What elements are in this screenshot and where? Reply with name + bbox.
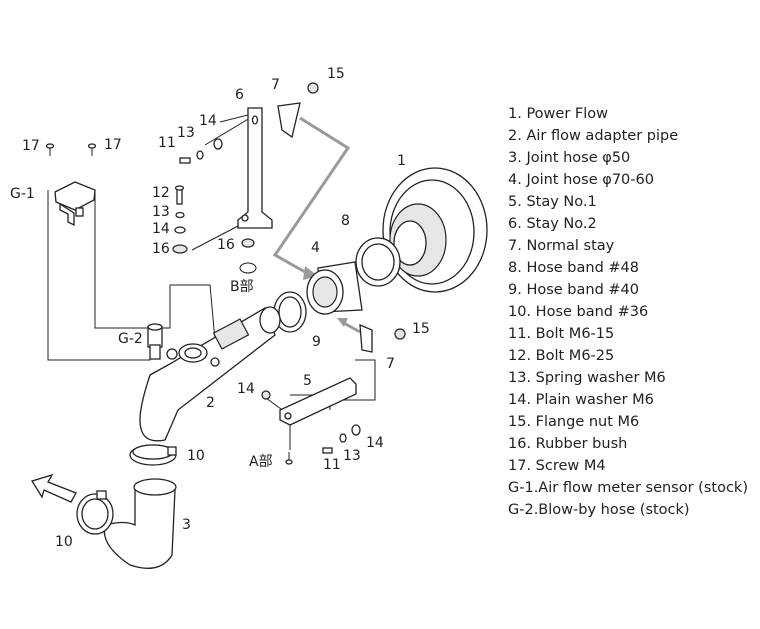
callout-8: 8 — [341, 213, 350, 229]
rubber-bush-b — [241, 238, 255, 248]
callout-3: 3 — [182, 517, 191, 533]
normal-stay-lower — [359, 323, 373, 353]
legend-item-4: 4. Joint hose φ70-60 — [508, 172, 654, 188]
screw-a — [285, 452, 293, 465]
legend-item-13: 13. Spring washer M6 — [508, 370, 666, 386]
legend-item-7: 7. Normal stay — [508, 238, 615, 254]
flange-nut-a — [261, 390, 271, 400]
plain-washer-lower — [351, 424, 361, 436]
callout-12: 12 — [152, 185, 170, 201]
callout-14-a: 14 — [237, 381, 255, 397]
stay-no2 — [237, 107, 273, 229]
screw-17-right — [87, 143, 97, 156]
blow-by-hose — [147, 323, 163, 360]
power-flow-filter — [382, 167, 488, 293]
legend-item-17: 17. Screw M4 — [508, 458, 606, 474]
callout-13-left: 13 — [152, 204, 170, 220]
parts-legend: 1. Power Flow 2. Air flow adapter pipe 3… — [508, 103, 748, 521]
legend-item-g2: G-2.Blow-by hose (stock) — [508, 502, 690, 518]
legend-item-15: 15. Flange nut M6 — [508, 414, 640, 430]
callout-14-upper: 14 — [199, 113, 217, 129]
callout-15-upper: 15 — [327, 66, 345, 82]
legend-item-5: 5. Stay No.1 — [508, 194, 597, 210]
callout-4: 4 — [311, 240, 320, 256]
legend-item-1: 1. Power Flow — [508, 106, 608, 122]
hose-band-36-upper — [129, 444, 177, 466]
callout-13-upper: 13 — [177, 125, 195, 141]
callout-16-left: 16 — [152, 241, 170, 257]
callout-15-lower: 15 — [412, 321, 430, 337]
flange-nut-upper — [307, 82, 319, 94]
callout-g1: G-1 — [10, 186, 35, 202]
air-flow-meter-sensor — [54, 181, 96, 227]
legend-item-g1: G-1.Air flow meter sensor (stock) — [508, 480, 748, 496]
spring-washer-left — [175, 211, 185, 219]
plain-washer-upper — [213, 138, 223, 150]
legend-item-9: 9. Hose band #40 — [508, 282, 639, 298]
stay-no1 — [279, 377, 357, 426]
callout-1: 1 — [397, 153, 406, 169]
hose-band-36-lower — [76, 490, 114, 535]
rubber-bush-left — [172, 244, 188, 254]
screw-17-left — [45, 143, 55, 156]
reference-b: B部 — [230, 279, 254, 295]
callout-6: 6 — [235, 87, 244, 103]
callout-11-lower: 11 — [323, 457, 341, 473]
callout-11-upper: 11 — [158, 135, 176, 151]
callout-17-right: 17 — [104, 137, 122, 153]
callout-13-lower: 13 — [343, 448, 361, 464]
hose-band-40 — [273, 291, 307, 333]
legend-item-2: 2. Air flow adapter pipe — [508, 128, 679, 144]
reference-a: A部 — [249, 454, 273, 470]
callout-14-lower: 14 — [366, 435, 384, 451]
callout-10-upper: 10 — [187, 448, 205, 464]
callout-9: 9 — [312, 334, 321, 350]
callout-14-left: 14 — [152, 221, 170, 237]
air-flow-direction-arrow — [30, 473, 77, 503]
legend-item-3: 3. Joint hose φ50 — [508, 150, 631, 166]
flange-nut-lower — [394, 328, 406, 340]
air-flow-adapter-pipe — [139, 306, 281, 442]
spring-washer-upper — [196, 150, 204, 160]
callout-2: 2 — [206, 395, 215, 411]
callout-7-lower: 7 — [386, 356, 395, 372]
legend-item-6: 6. Stay No.2 — [508, 216, 597, 232]
plain-washer-left — [174, 226, 186, 234]
callout-17-left: 17 — [22, 138, 40, 154]
legend-item-8: 8. Hose band #48 — [508, 260, 639, 276]
callout-g2: G-2 — [118, 331, 143, 347]
ring-b — [239, 262, 257, 274]
bolt-m6-25 — [174, 185, 185, 205]
legend-item-16: 16. Rubber bush — [508, 436, 628, 452]
callout-10-lower: 10 — [55, 534, 73, 550]
callout-16-b: 16 — [217, 237, 235, 253]
legend-item-11: 11. Bolt M6-15 — [508, 326, 615, 342]
bolt-m6-15-upper — [179, 157, 191, 164]
joint-hose-50 — [103, 478, 177, 569]
legend-item-12: 12. Bolt M6-25 — [508, 348, 615, 364]
bolt-m6-15-lower — [322, 447, 333, 454]
normal-stay-upper — [277, 102, 301, 139]
hose-band-48 — [355, 237, 401, 287]
callout-5: 5 — [303, 373, 312, 389]
joint-hose-70-60 — [306, 261, 363, 315]
flow-arrow-to-7 — [337, 318, 361, 334]
spring-washer-lower — [339, 433, 347, 443]
legend-item-14: 14. Plain washer M6 — [508, 392, 654, 408]
legend-item-10: 10. Hose band #36 — [508, 304, 649, 320]
callout-7-upper: 7 — [271, 77, 280, 93]
callout-labels: 1 2 3 4 5 6 7 7 8 9 10 10 11 11 12 13 13… — [10, 66, 430, 550]
